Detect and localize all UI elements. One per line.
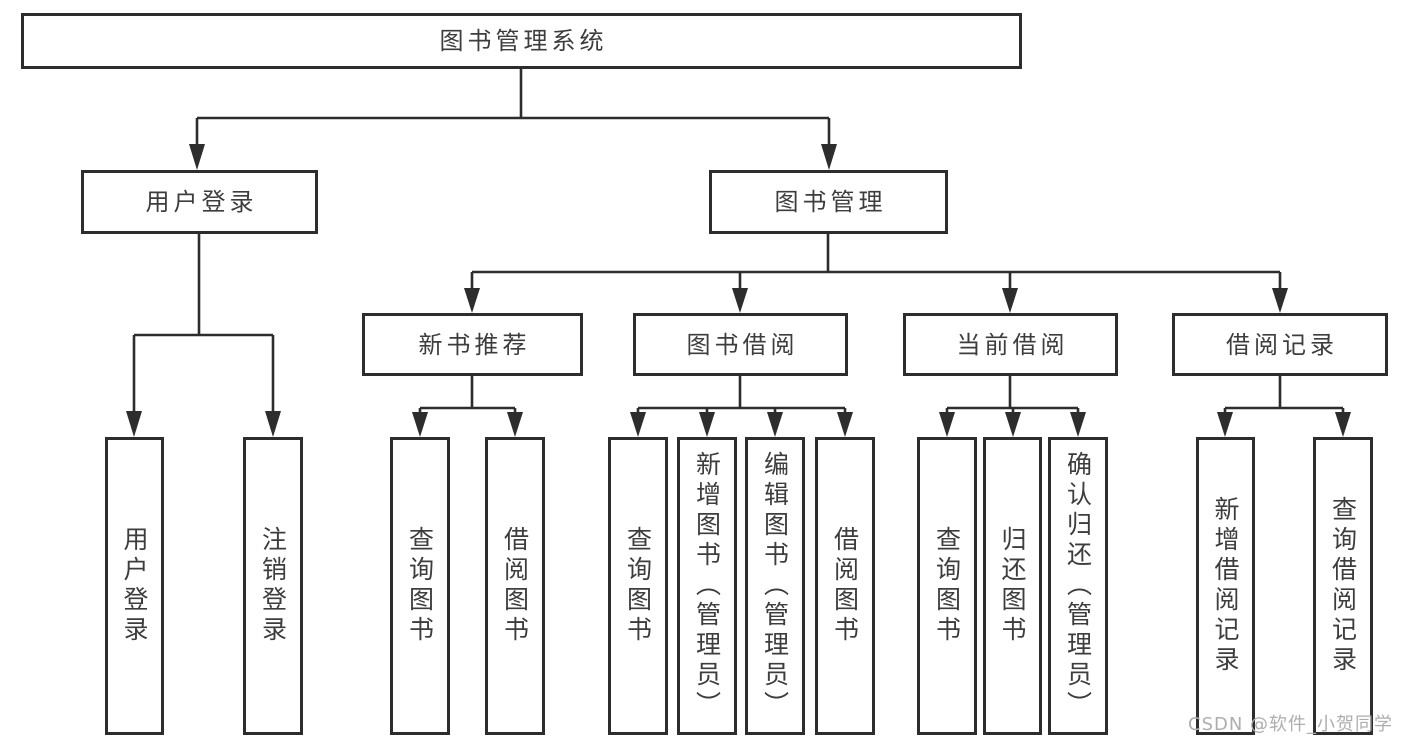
node-label: 用户登录 [145,188,258,216]
node-label: 当前借阅 [956,330,1069,359]
node-label: 新增借阅记录 [1211,496,1240,676]
node-label: 查询图书 [405,526,435,646]
leaf-user-login: 用户登录 [105,437,164,735]
node-book-borrowing: 图书借阅 [633,313,848,376]
node-new-book-recommend: 新书推荐 [362,313,583,376]
node-label: 图书借阅 [686,330,799,359]
leaf-return-books: 归还图书 [983,437,1042,735]
node-label: 注销登录 [258,526,288,646]
node-current-borrowing: 当前借阅 [903,313,1118,376]
node-label: 图书管理 [774,188,887,216]
node-label: 用户登录 [120,526,149,646]
node-label: 查询图书 [623,526,653,646]
node-root-library-system: 图书管理系统 [21,13,1022,69]
node-label: 新书推荐 [418,330,531,359]
leaf-borrow-books-borrowing: 借阅图书 [815,437,875,735]
leaf-query-books-borrowing: 查询图书 [608,437,668,735]
node-label: 归还图书 [998,526,1027,646]
node-label: 图书管理系统 [439,27,608,55]
node-borrowing-records: 借阅记录 [1172,313,1388,376]
leaf-confirm-return-admin: 确认归还（管理员） [1048,437,1108,735]
node-label: 确认归还（管理员） [1063,451,1093,721]
leaf-query-books-current: 查询图书 [917,437,977,735]
leaf-query-books-recommend: 查询图书 [390,437,450,735]
node-user-login: 用户登录 [81,170,318,234]
node-label: 借阅图书 [500,526,530,646]
node-book-management: 图书管理 [709,170,948,234]
leaf-borrow-books-recommend: 借阅图书 [485,437,545,735]
leaf-query-borrow-record: 查询借阅记录 [1313,437,1373,735]
node-label: 查询借阅记录 [1328,496,1358,676]
watermark: CSDN @软件_小贺同学 [1188,714,1394,735]
node-label: 编辑图书（管理员） [760,451,790,721]
leaf-add-borrow-record: 新增借阅记录 [1196,437,1255,735]
node-label: 查询图书 [932,526,962,646]
leaf-add-book-admin: 新增图书（管理员） [677,437,737,735]
node-label: 新增图书（管理员） [692,451,722,721]
node-label: 借阅记录 [1226,330,1338,359]
node-label: 借阅图书 [830,526,860,646]
leaf-edit-book-admin: 编辑图书（管理员） [745,437,805,735]
leaf-logout: 注销登录 [243,437,303,735]
